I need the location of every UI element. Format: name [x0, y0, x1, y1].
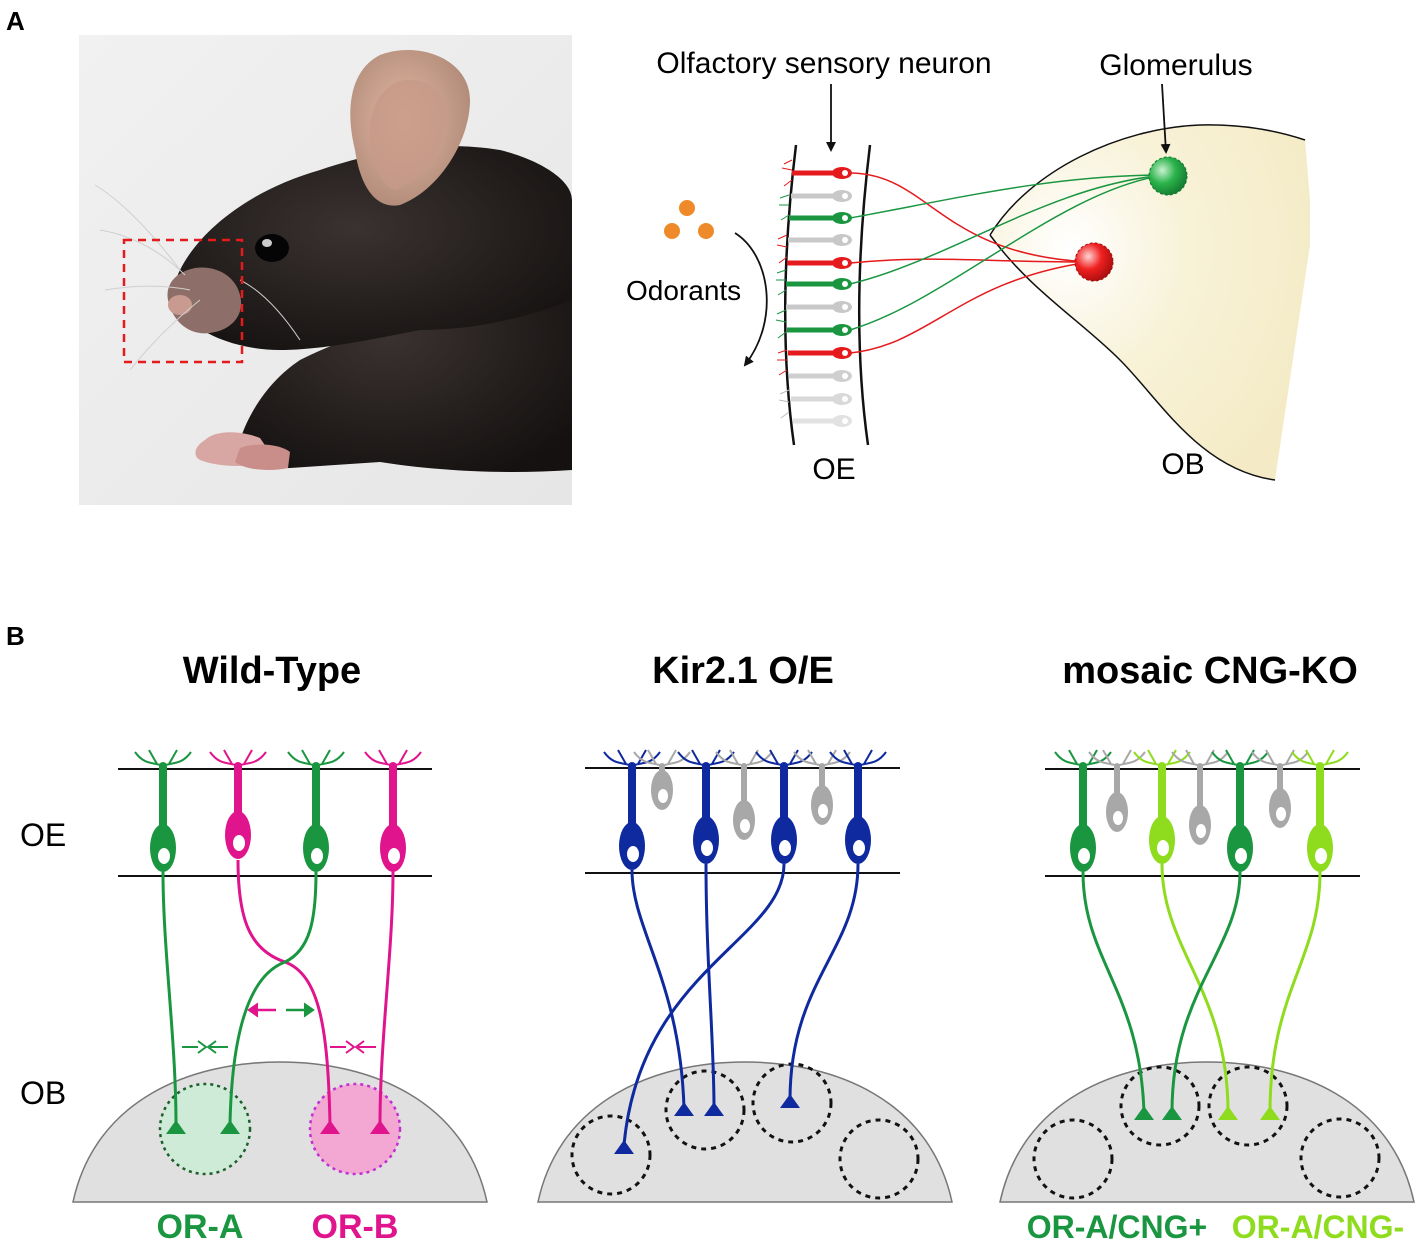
glomerulus-cng-2	[1119, 1065, 1201, 1147]
ob-dome-cng	[999, 1061, 1415, 1203]
odorant-flow-arrow	[734, 232, 768, 367]
neuron-cng-gray-1	[1088, 749, 1146, 832]
ob-dome-wt	[72, 1061, 488, 1203]
oe-ob-schematic: Olfactory sensory neuron Glomerulus Odor…	[626, 47, 1310, 486]
osn-label: Olfactory sensory neuron	[656, 47, 991, 80]
legend-or-a: OR-A	[157, 1208, 244, 1246]
neuron-kir-4	[780, 749, 887, 1108]
neuron-kir-gray-1	[633, 749, 691, 810]
legend-or-b: OR-B	[312, 1208, 399, 1246]
glomerulus-kir-2	[664, 1069, 746, 1151]
odorants-label: Odorants	[626, 275, 741, 306]
glomerulus-kir-1	[570, 1114, 652, 1196]
neuron-kir-1	[603, 749, 694, 1116]
glomerulus-label: Glomerulus	[1099, 49, 1252, 82]
title-wild-type: Wild-Type	[183, 650, 361, 692]
odorant-dot	[679, 200, 695, 216]
neuron-cng-neg-1	[1133, 749, 1238, 1120]
neuron-cng-pos-2	[1162, 749, 1269, 1120]
row-label-oe: OE	[20, 817, 66, 853]
title-kir: Kir2.1 O/E	[652, 650, 834, 692]
neuron-cng-gray-3	[1251, 749, 1309, 828]
glomerulus-cng-3	[1207, 1065, 1289, 1147]
legend-or-a-cng-neg: OR-A/CNG-	[1232, 1209, 1404, 1245]
glomerulus-pointer-arrow	[1160, 83, 1171, 154]
ob-label-a: OB	[1161, 448, 1204, 481]
oe-label-a: OE	[812, 453, 855, 486]
odorant-dot	[664, 223, 680, 239]
neuron-wt-or-b-1	[209, 749, 340, 1134]
oe-outer-wall	[858, 144, 872, 446]
ob-dome-kir	[537, 1061, 953, 1203]
osn-row	[786, 167, 852, 427]
neuron-cng-pos-1	[1054, 749, 1154, 1120]
nose-roi-box	[122, 238, 244, 364]
neuron-kir-3	[614, 749, 813, 1154]
legend-or-a-cng-pos: OR-A/CNG+	[1027, 1209, 1207, 1245]
olfactory-bulb	[990, 124, 1310, 481]
neuron-kir-2	[677, 749, 735, 1116]
neuron-kir-gray-2	[715, 749, 773, 840]
neuron-wt-or-b-2	[364, 749, 422, 1134]
panel-a-label: A	[6, 6, 25, 36]
glomerulus-or-b	[308, 1082, 402, 1176]
glomerulus-red	[1074, 242, 1114, 282]
glomerulus-green	[1148, 156, 1188, 196]
panel-b-label: B	[6, 621, 25, 651]
glomerulus-or-a	[158, 1082, 252, 1176]
neuron-wt-or-a-2	[220, 749, 345, 1134]
odorant-dot	[698, 223, 714, 239]
mouse-photo	[79, 35, 573, 505]
oe-inner-wall	[784, 144, 798, 446]
convergence-arrows	[182, 1002, 376, 1054]
title-cng: mosaic CNG-KO	[1062, 650, 1358, 692]
glomerulus-cng-4	[1299, 1117, 1381, 1199]
glomerulus-kir-4	[838, 1118, 920, 1200]
glomerulus-cng-1	[1032, 1118, 1114, 1200]
neuron-cng-neg-2	[1260, 749, 1349, 1120]
neuron-kir-gray-3	[793, 749, 851, 825]
neuron-layer	[134, 749, 1349, 1154]
neuron-wt-or-a-1	[134, 749, 192, 1134]
neuron-cng-gray-2	[1171, 749, 1229, 845]
row-label-ob: OB	[20, 1075, 66, 1111]
